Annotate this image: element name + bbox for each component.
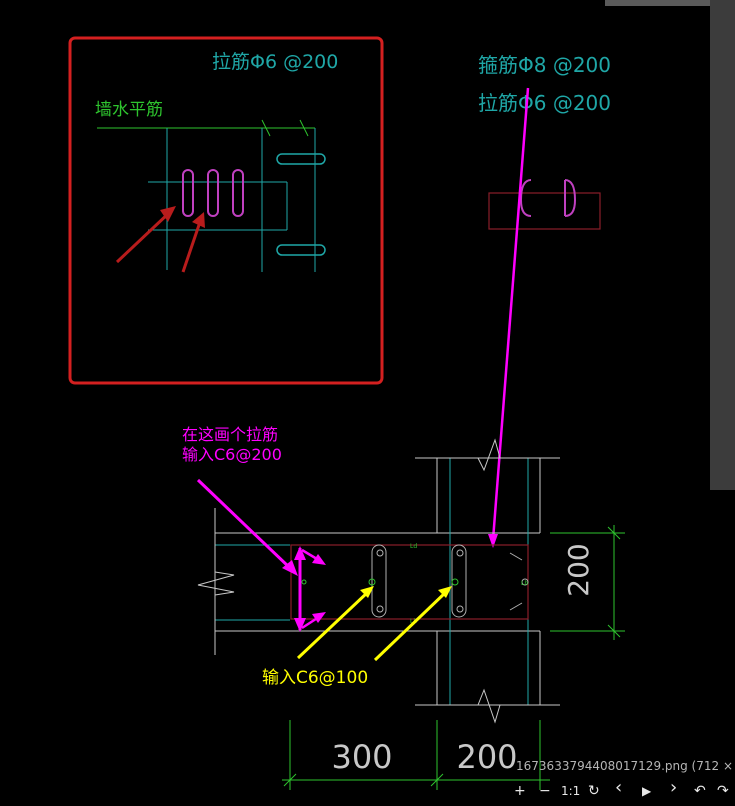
stirrup-leader-line (491, 87, 530, 541)
inset-detail: 拉筋Φ6 @200 墙水平筋 (68, 36, 384, 385)
rebar-mark-top: Ld (410, 543, 417, 550)
next-icon[interactable]: › (670, 777, 678, 798)
dim-bottom-right: 200 (456, 738, 517, 776)
undo-icon[interactable]: ↶ (694, 783, 706, 799)
draw-instruction-line2: 输入C6@200 (182, 445, 282, 464)
tie-note: 拉筋Φ6 @200 (478, 91, 611, 115)
scrollbar-top[interactable] (605, 0, 735, 6)
rotate-icon[interactable]: ↻ (588, 783, 600, 799)
rebar-mark-mid-2: Lb (521, 580, 528, 587)
dim-right-height: 200 (562, 543, 595, 596)
draw-instruction-line1: 在这画个拉筋 (182, 425, 278, 444)
inset-wall-label: 墙水平筋 (95, 100, 163, 120)
input-c6-100-note: 输入C6@100 (262, 668, 368, 688)
dimensions: 200 300 200 (282, 525, 625, 790)
stirrup-section-detail (488, 179, 601, 230)
zoom-in-button[interactable]: + (514, 783, 526, 799)
actual-size-button[interactable]: 1:1 (561, 784, 581, 798)
stirrup-note: 箍筋Φ8 @200 (478, 53, 611, 77)
inset-tie-label: 拉筋Φ6 @200 (212, 51, 338, 73)
main-section: Ld Lb Lb (197, 438, 560, 724)
play-icon[interactable]: ▶ (642, 784, 652, 798)
vertical-scrollbar[interactable] (710, 0, 735, 490)
image-filename: 1673633794408017129.png (712 × (516, 759, 733, 773)
prev-icon[interactable]: ‹ (615, 777, 623, 798)
redo-icon[interactable]: ↷ (717, 783, 729, 799)
dim-bottom-left: 300 (331, 738, 392, 776)
zoom-out-button[interactable]: − (539, 783, 551, 799)
inset-frame (68, 36, 384, 385)
